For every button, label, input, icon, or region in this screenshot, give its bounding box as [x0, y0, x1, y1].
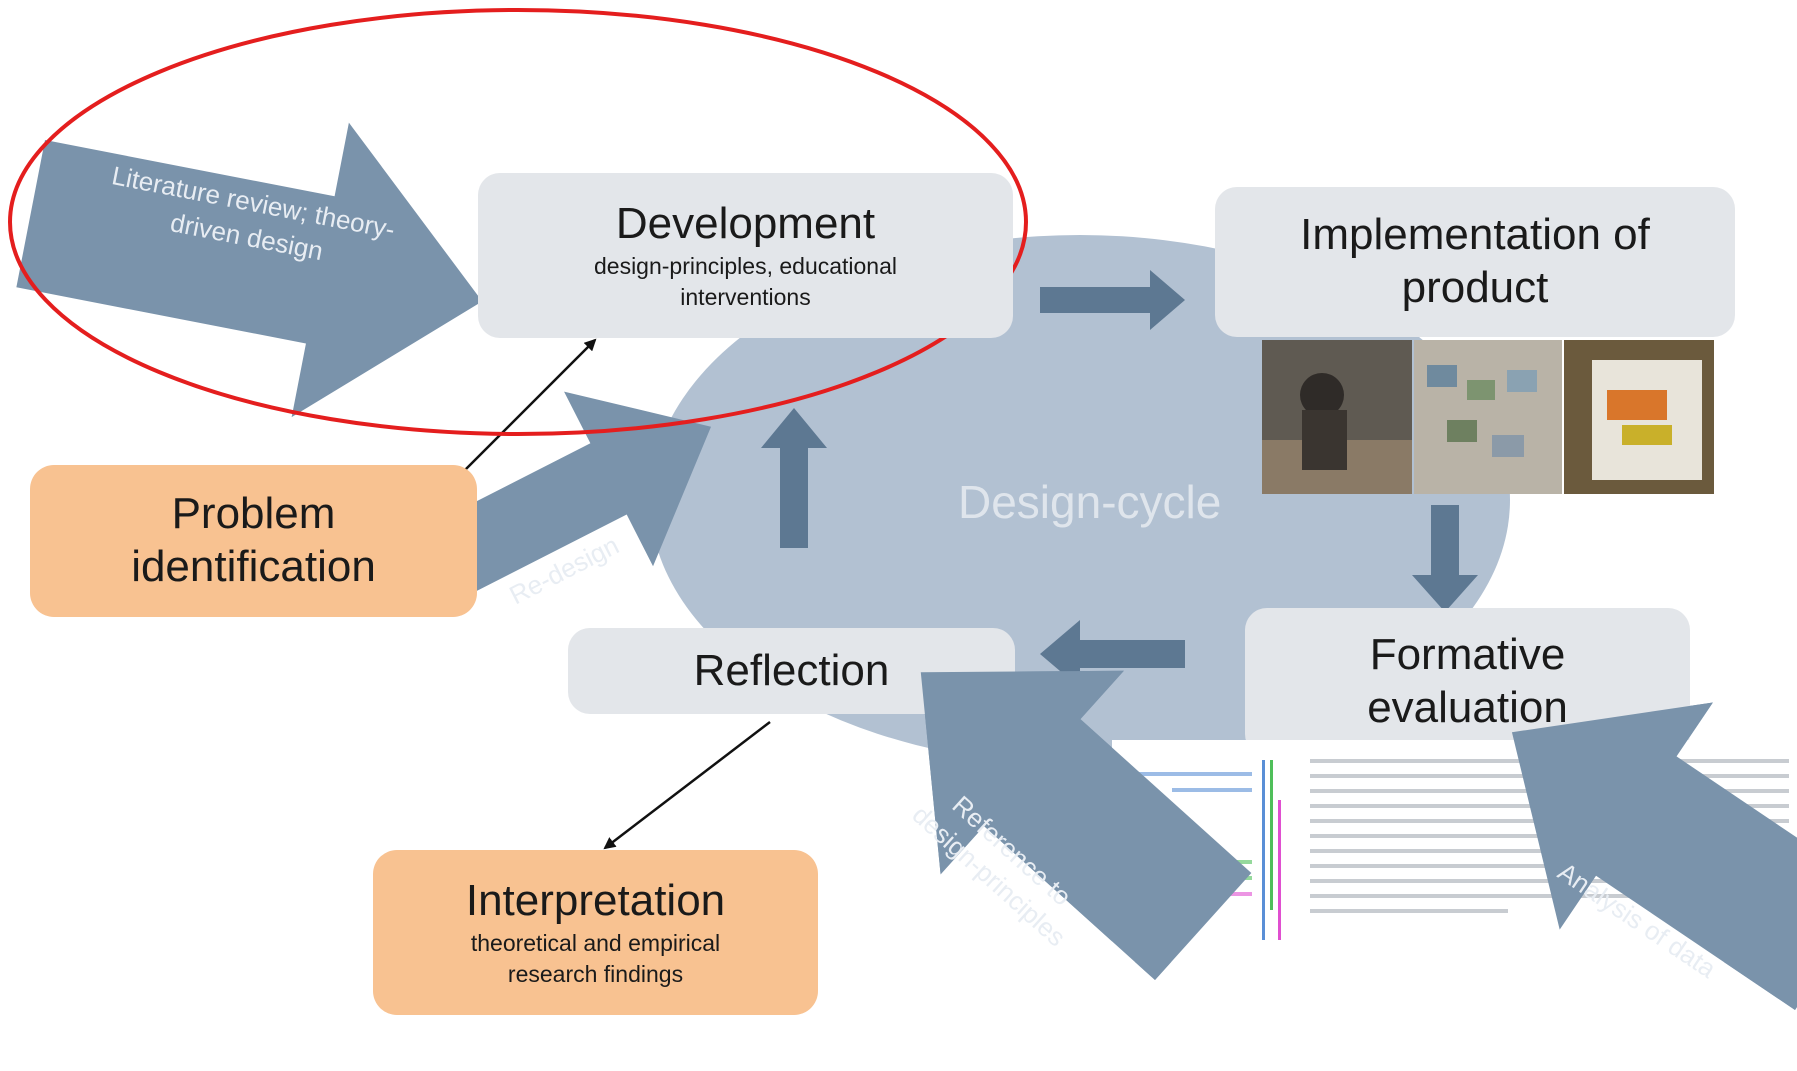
highlight-ellipse — [8, 8, 1028, 436]
coding-stripes-graphic — [1122, 760, 1281, 940]
implementation-title: Implementation of product — [1300, 210, 1650, 312]
formative-evaluation-box: Formative evaluation — [1245, 608, 1690, 756]
cycle-arrow-down — [1412, 505, 1478, 612]
interpretation-box: Interpretation theoretical and empirical… — [373, 850, 818, 1015]
literature-review-arrow — [16, 122, 483, 418]
reflection-title: Reflection — [693, 645, 890, 695]
transcript-text-lines — [1302, 748, 1797, 913]
problem-identification-box: Problem identification — [30, 465, 477, 617]
redesign-arrow — [430, 391, 712, 597]
development-title: Development — [615, 199, 876, 249]
development-box: Development design-principles, education… — [478, 173, 1013, 338]
transcript-document-image — [1112, 740, 1797, 962]
development-subtitle: design-principles, educational intervent… — [593, 252, 898, 310]
reflection-to-interpretation-arrow — [603, 721, 771, 850]
formative-evaluation-title: Formative evaluation — [1367, 630, 1568, 732]
cycle-arrow-right — [1040, 270, 1185, 330]
interpretation-subtitle: theoretical and empirical research findi… — [470, 929, 721, 987]
cycle-arrow-up — [761, 408, 827, 548]
interpretation-title: Interpretation — [465, 876, 726, 926]
design-cycle-label: Design-cycle — [958, 476, 1222, 528]
photo-collage-image — [1262, 340, 1714, 494]
problem-identification-title: Problem identification — [131, 489, 376, 591]
reflection-box: Reflection — [568, 628, 1015, 714]
problem-to-development-arrow — [464, 338, 597, 471]
implementation-box: Implementation of product — [1215, 187, 1735, 337]
implementation-photos — [1262, 340, 1714, 494]
